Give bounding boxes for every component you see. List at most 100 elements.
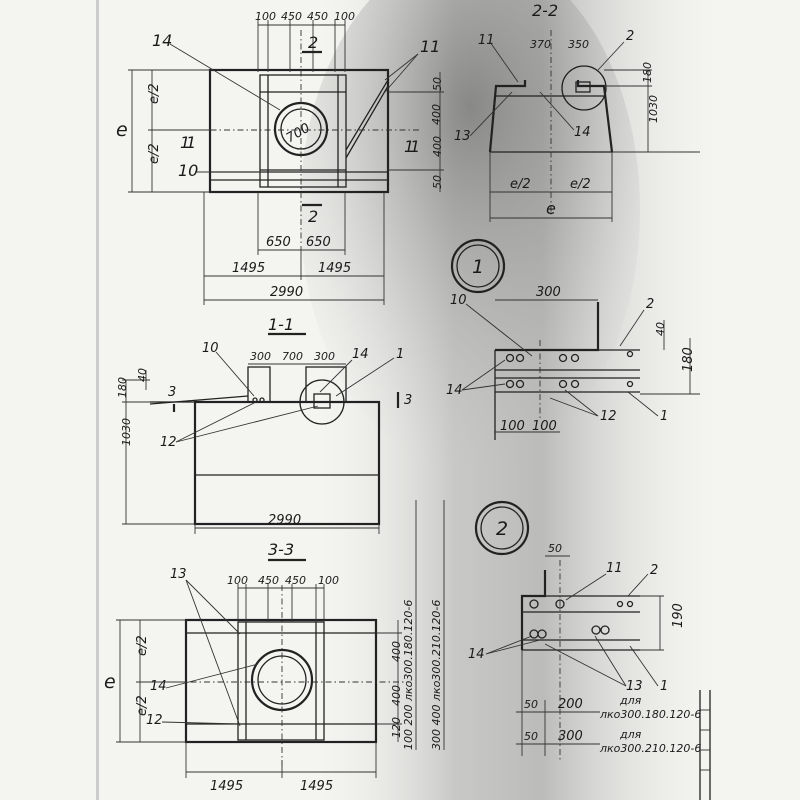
s33-dim-120: 120 [390,717,403,738]
title-block-edge [699,690,711,800]
left-margin-edge [96,0,99,800]
s33-dim-400-b: 400 [390,685,403,706]
s33-label-12: 12 [146,713,163,728]
detail-1-number: 1 [472,256,484,278]
plan-dim-100-left: 100 [255,10,276,23]
s22-dim-370: 370 [530,38,551,51]
s11-label-1: 1 [396,347,404,362]
plan-label-14: 14 [152,31,172,50]
section-1-1: 1-1 300 700 300 10 14 1 12 3 [116,315,412,534]
s11-section-mark-3-left: 3 [168,385,176,400]
plan-dim-50-bot: 50 [431,175,444,189]
s33-dim-450-right: 450 [285,574,306,587]
detail2-label-11: 11 [606,561,623,576]
s22-dim-180: 180 [641,62,654,83]
plan-section-mark-1-left: 1 [180,133,190,152]
plan-dim-450-right: 450 [307,10,328,23]
plan-dim-1495-left: 1495 [232,261,265,276]
plan-label-11: 11 [420,37,440,56]
s22-dim-e: e [546,199,556,218]
s33-dim-e: e [104,671,116,693]
copy-smudge [300,0,640,470]
s11-dim-700: 700 [282,350,303,363]
s11-dim-300-left: 300 [250,350,271,363]
s11-dim-40: 40 [136,368,149,382]
detail-2-number: 2 [496,518,508,540]
detail-1: 1 300 100 100 40 [446,238,700,440]
s11-label-12: 12 [160,435,177,450]
detail2-dim-50-a: 50 [524,698,538,711]
s22-label-13: 13 [454,129,471,144]
s11-label-14: 14 [352,347,369,362]
detail2-label-13: 13 [626,679,643,694]
detail1-label-2: 2 [646,297,654,312]
s33-dim-100-right: 100 [318,574,339,587]
section-1-1-title: 1-1 [268,315,294,334]
plan-top: 700 100 450 450 100 2 e e/2 e/2 [116,10,444,305]
plan-dim-e2-lower: e/2 [147,143,162,164]
detail1-dim-180: 180 [681,347,696,372]
plan-dim-650-left: 650 [266,235,291,250]
detail2-label-1: 1 [660,679,668,694]
plan-section-mark-1-left-b: 1 [186,133,196,152]
plan-section-mark-2-top: 2 [308,33,318,52]
detail1-dim-300: 300 [536,285,561,300]
s33-dim-100-left: 100 [227,574,248,587]
s22-dim-e2-right: e/2 [570,177,591,192]
s33-label-14: 14 [150,679,167,694]
detail2-note-lko-1: лко300.180.120-6 [599,708,701,721]
s11-dim-300-right: 300 [314,350,335,363]
plan-section-mark-2-bottom: 2 [308,207,318,226]
s22-label-2: 2 [626,29,634,44]
s33-dim-450-left: 450 [258,574,279,587]
detail2-label-2: 2 [650,563,658,578]
section-2-2: 2-2 370 350 11 2 13 14 180 1030 [454,1,700,222]
plan-dim-400-a: 400 [430,104,443,125]
s11-dim-2990: 2990 [268,513,301,528]
detail2-note-dlya-2: для [619,728,642,741]
detail1-dim-40: 40 [654,322,667,336]
plan-dim-650-right: 650 [306,235,331,250]
detail1-label-14: 14 [446,383,463,398]
plan-dim-e: e [116,119,128,141]
detail1-dim-100-b: 100 [532,419,557,434]
plan-dim-1495-right: 1495 [318,261,351,276]
s33-dim-400-a: 400 [390,641,403,662]
detail1-dim-100-a: 100 [500,419,525,434]
section-3-3: 3-3 100 450 450 100 13 [104,540,410,794]
plan-dim-e2-upper: e/2 [147,83,162,104]
s22-dim-e2-left: e/2 [510,177,531,192]
plan-dim-2990: 2990 [270,285,303,300]
s22-dim-350: 350 [568,38,589,51]
s11-section-mark-3-right: 3 [404,393,412,408]
section-3-3-title: 3-3 [268,540,294,559]
detail1-label-1: 1 [660,409,668,424]
detail1-label-12: 12 [600,409,617,424]
detail2-dim-50-b: 50 [524,730,538,743]
plan-dim-400-b: 400 [431,136,444,157]
plan-dim-50-top: 50 [431,77,444,91]
vertical-notes: 100 200 лко300.180.120-6 300 400 лко300.… [402,500,445,750]
detail2-label-14: 14 [468,647,485,662]
detail-2: 2 50 190 11 2 14 [468,500,701,760]
plan-section-mark-1-right: 1 [404,137,414,156]
vnote-1: 100 200 лко300.180.120-6 [402,600,415,750]
plan-section-mark-1-right-b: 1 [410,137,420,156]
s33-label-13: 13 [170,567,187,582]
plan-label-10: 10 [178,161,198,180]
s22-label-11: 11 [478,33,495,48]
detail2-note-lko-2: лко300.210.120-6 [599,742,701,755]
s33-dim-1495-left: 1495 [210,779,243,794]
plan-dim-450-left: 450 [281,10,302,23]
s11-label-10: 10 [202,341,219,356]
s11-dim-180: 180 [116,377,129,398]
vnote-2: 300 400 лко300.210.120-6 [430,600,443,750]
detail2-dim-200: 200 [558,697,583,712]
s22-label-14: 14 [574,125,591,140]
plan-dim-100-right: 100 [334,10,355,23]
s33-dim-1495-right: 1495 [300,779,333,794]
detail1-label-10: 10 [450,293,467,308]
section-2-2-title: 2-2 [532,1,558,20]
